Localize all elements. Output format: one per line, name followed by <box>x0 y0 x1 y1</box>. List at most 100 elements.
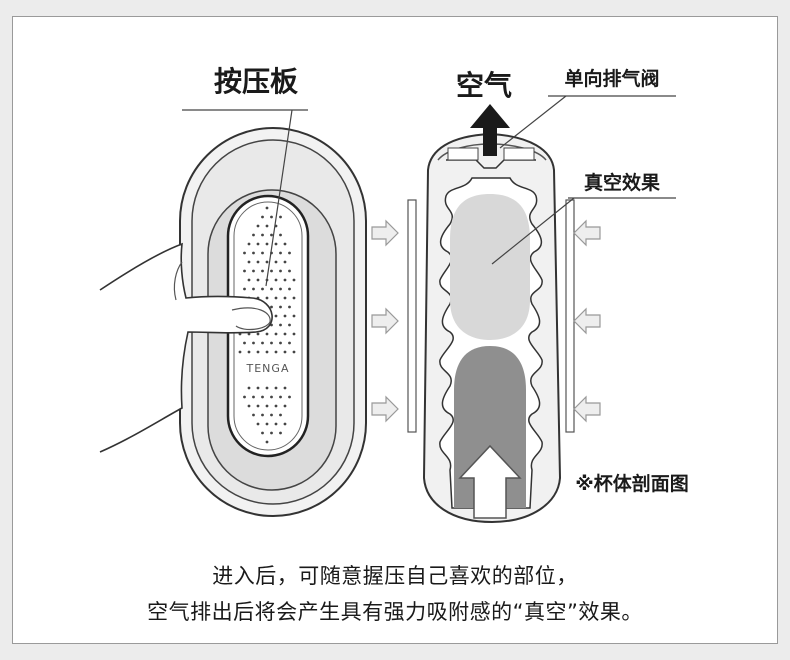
press-plate-dot <box>256 260 260 264</box>
press-plate-dot <box>265 404 269 408</box>
caption-line-1: 进入后，可随意握压自己喜欢的部位， <box>212 564 578 588</box>
vacuum-region <box>450 194 530 340</box>
press-plate-dot <box>288 305 291 309</box>
press-plate-dot <box>261 431 264 435</box>
press-plate-dot <box>279 269 282 273</box>
press-plate-dot <box>274 332 278 336</box>
press-plate-dot <box>283 404 287 408</box>
press-plate-dot <box>283 386 287 390</box>
press-plate-pointer <box>182 109 308 287</box>
press-plate-dot <box>265 260 269 264</box>
press-plate-dot <box>256 386 260 390</box>
press-plate-dot <box>252 233 255 237</box>
leader-lines <box>491 95 676 265</box>
press-plate-dot <box>252 251 255 255</box>
press-plate-dot <box>288 287 291 291</box>
press-plate-dot <box>274 296 278 300</box>
press-plate-dot <box>243 395 246 399</box>
brand-logo: TENGA <box>246 362 290 375</box>
press-plate-dot <box>265 332 269 336</box>
label-section-note: ※杯体剖面图 <box>575 472 688 495</box>
cup-cross-section <box>407 104 575 524</box>
press-plate-dot <box>265 440 269 444</box>
press-plate-dot <box>292 296 296 300</box>
press-plate-dot <box>265 350 269 354</box>
press-plate-dot <box>256 242 260 246</box>
press-plate-dot <box>252 287 255 291</box>
press-plate-dot <box>270 287 273 291</box>
press-plate-dot <box>279 305 282 309</box>
press-plate-dot <box>252 413 255 417</box>
press-plate-dot <box>252 395 255 399</box>
press-plate-dot <box>283 332 287 336</box>
label-press-plate: 按压板 <box>214 65 298 98</box>
press-plate-dot <box>265 242 269 246</box>
press-plate-dot <box>261 413 264 417</box>
press-plate-dot <box>265 422 269 426</box>
press-plate-dot <box>283 278 287 282</box>
press-plate-dot <box>279 215 282 219</box>
press-plate-dot <box>270 269 273 273</box>
press-plate-dot <box>274 422 278 426</box>
press-plate-dot <box>274 404 278 408</box>
press-plate-dot <box>288 395 291 399</box>
press-plate-dot <box>247 242 251 246</box>
label-vacuum-effect: 真空效果 <box>584 171 660 194</box>
press-plate-dot <box>243 341 246 345</box>
press-plate-dot <box>256 350 260 354</box>
press-plate-dot <box>274 350 278 354</box>
press-plate-dot <box>279 323 282 327</box>
press-plate-dot <box>288 323 291 327</box>
press-plate-dot <box>283 260 287 264</box>
press-plate-dot <box>270 413 273 417</box>
label-air: 空气 <box>456 69 512 102</box>
label-one-way-valve: 单向排气阀 <box>564 67 659 90</box>
press-plate-dot <box>252 341 255 345</box>
press-plate-dot <box>274 260 278 264</box>
press-plate-dot <box>270 341 273 345</box>
press-plate-dot <box>274 242 278 246</box>
press-plate-dot <box>243 287 246 291</box>
press-plate-dot <box>252 269 255 273</box>
press-plate-dot <box>279 395 282 399</box>
press-plate-dot <box>265 386 269 390</box>
press-plate-dot <box>256 224 260 228</box>
one-way-valve <box>446 147 536 169</box>
press-plate-dot <box>274 314 278 318</box>
press-plate-dot <box>274 278 278 282</box>
press-plate-dot <box>265 206 269 210</box>
press-plate-dot <box>256 332 260 336</box>
press-plate-dot <box>288 251 291 255</box>
press-plate-dot <box>261 341 264 345</box>
press-plate-dot <box>270 233 273 237</box>
press-plate-dot <box>261 233 264 237</box>
press-plate-dot <box>247 404 251 408</box>
press-plate-dot <box>243 269 246 273</box>
press-plate-dot <box>283 296 287 300</box>
press-plate-dot <box>261 251 264 255</box>
press-plate-dot <box>261 395 264 399</box>
press-plate-dot <box>238 350 242 354</box>
press-plate-dot <box>283 314 287 318</box>
squeeze-arrows-left <box>371 219 399 423</box>
press-plate-dot <box>288 269 291 273</box>
press-plate-dot <box>274 386 278 390</box>
press-plate-dot <box>292 314 296 318</box>
press-plate-dot <box>247 386 251 390</box>
press-plate-dot <box>247 350 251 354</box>
press-plate-dot <box>265 296 269 300</box>
press-plate-dot <box>292 278 296 282</box>
insert-arrow-icon <box>458 444 522 519</box>
press-plate-dot <box>270 395 273 399</box>
press-plate-dot <box>279 341 282 345</box>
press-plate-dot <box>256 404 260 408</box>
up-arrow-icon <box>470 104 510 156</box>
press-plate-dot <box>279 233 282 237</box>
hand <box>99 242 273 453</box>
press-plate-dot <box>256 422 260 426</box>
press-plate-dot <box>279 431 282 435</box>
press-plate-dot <box>247 278 251 282</box>
press-plate-dot <box>247 260 251 264</box>
press-plate-dot <box>279 413 282 417</box>
